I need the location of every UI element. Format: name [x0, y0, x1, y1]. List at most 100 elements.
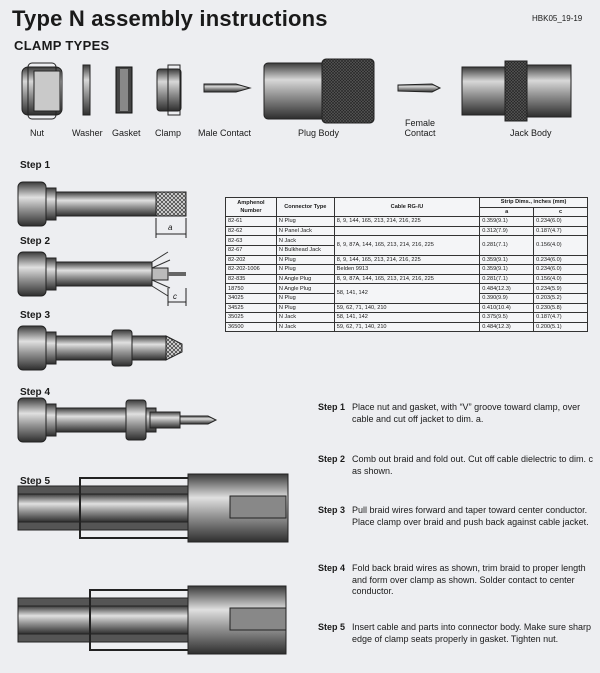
cell-cable — [333, 225, 481, 237]
cell-cable: 8, 9, 87A, 144, 165, 213, 214, 216, 225 — [333, 273, 481, 285]
cell-type: N Plug — [275, 292, 335, 304]
step-1-drawing — [17, 181, 187, 238]
cell-c: 0.234(6.0) — [533, 216, 588, 227]
cell-number: 18750 — [225, 283, 277, 294]
dim-c-label: c — [173, 292, 177, 301]
plug-body-drawing — [263, 58, 375, 124]
cell-type: N Plug — [275, 254, 335, 266]
cell-a: 0.390(9.9) — [479, 292, 535, 304]
step-2-drawing — [17, 251, 187, 306]
cell-a: 0.281(7.1) — [479, 273, 535, 285]
cell-type: N Jack — [275, 321, 335, 333]
cell-cable: 59, 62, 71, 140, 210 — [333, 302, 481, 314]
table-row: 82-202-1006 N Plug Belden 9913 0.359(9.1… — [225, 264, 588, 275]
step-illustrations — [17, 181, 289, 655]
cell-type: N Plug — [275, 216, 335, 227]
cell-cable: 8, 9, 87A, 144, 165, 213, 214, 216, 225 — [333, 235, 481, 256]
part-label-clamp: Clamp — [155, 128, 182, 138]
cell-number: 82-202-1006 — [225, 264, 277, 275]
part-label-plug-body: Plug Body — [298, 128, 340, 138]
part-label-female-contact: Female Contact — [404, 118, 436, 138]
parts-illustration — [21, 58, 572, 124]
step-3-label: Step 3 — [20, 310, 51, 321]
table-row: 82-62 N Panel Jack 0.312(7.9) 0.187(4.7) — [225, 225, 588, 237]
step-1-label: Step 1 — [20, 160, 51, 171]
step-4-drawing — [17, 397, 218, 443]
instruction-step-number: Step 1 — [318, 402, 346, 412]
instruction-text: Fold back braid wires as shown, trim bra… — [352, 563, 586, 596]
cell-number: 34025 — [225, 292, 277, 304]
cell-number: 82-835 — [225, 273, 277, 285]
table-row: 34525 N Plug 59, 62, 71, 140, 210 0.410(… — [225, 302, 588, 314]
nut-drawing — [21, 62, 63, 120]
washer-drawing — [82, 64, 91, 116]
cell-number: 36500 — [225, 321, 277, 333]
instruction-step-number: Step 5 — [318, 622, 346, 632]
part-label-washer: Washer — [72, 128, 103, 138]
jack-body-drawing — [461, 60, 572, 122]
cell-type: N Angle Plug — [275, 283, 335, 294]
instruction-step-number: Step 3 — [318, 505, 346, 515]
table-row: 18750 N Angle Plug 58, 141, 142 0.484(12… — [225, 283, 588, 304]
document-code: HBK05_19-19 — [532, 14, 583, 23]
part-label-gasket: Gasket — [112, 128, 141, 138]
male-contact-drawing — [203, 83, 252, 93]
cell-number: 82-62 — [225, 225, 277, 237]
cell-a: 0.484(12.3) — [479, 283, 535, 294]
female-contact-drawing — [397, 83, 442, 93]
dim-a-label: a — [168, 223, 173, 232]
cell-a: 0.484(12.3) — [479, 321, 535, 333]
cell-c: 0.187(4.7) — [533, 312, 588, 323]
instruction-text: Comb out braid and fold out. Cut off cab… — [352, 454, 593, 476]
header-connector: Connector Type — [275, 196, 335, 218]
step-4-label: Step 4 — [20, 387, 51, 398]
header-amphenol: Amphenol Number — [225, 196, 277, 218]
cell-number: 82-61 — [225, 216, 277, 227]
instruction-step-number: Step 2 — [318, 454, 346, 464]
cell-number: 34525 — [225, 302, 277, 314]
cell-number: 82-202 — [225, 254, 277, 266]
cell-cable: 58, 141, 142 — [333, 312, 481, 323]
header-cable: Cable RG-/U — [333, 196, 481, 218]
step-5-drawing-plug — [17, 473, 289, 543]
table-row: 82-61 N Plug 8, 9, 144, 165, 213, 214, 2… — [225, 216, 588, 227]
instruction-text: Insert cable and parts into connector bo… — [352, 622, 591, 644]
instruction-text: Pull braid wires forward and taper towar… — [352, 505, 589, 527]
strip-dims-table: Amphenol Number Connector Type Cable RG-… — [225, 196, 588, 333]
cell-cable: 59, 62, 71, 140, 210 — [333, 321, 481, 333]
cell-c: 0.203(5.2) — [533, 292, 588, 304]
step-3-drawing — [17, 325, 183, 371]
table-row: 82-835 N Angle Plug 8, 9, 87A, 144, 165,… — [225, 273, 588, 285]
cell-type: N Plug — [275, 264, 335, 275]
page-title: Type N assembly instructions — [12, 6, 328, 31]
cell-a: 0.375(9.5) — [479, 312, 535, 323]
cell-type: N Plug — [275, 302, 335, 314]
cell-type: N Bulkhead Jack — [275, 244, 335, 256]
table-row: 82-202 N Plug 8, 9, 144, 165, 213, 214, … — [225, 254, 588, 266]
cell-cable: Belden 9913 — [333, 264, 481, 275]
cell-c: 0.234(6.0) — [533, 254, 588, 266]
cell-c: 0.156(4.0) — [533, 235, 588, 256]
cell-a: 0.359(9.1) — [479, 216, 535, 227]
cell-c: 0.234(5.9) — [533, 283, 588, 294]
cell-number: 82-67 — [225, 244, 277, 256]
cell-cable: 8, 9, 144, 165, 213, 214, 216, 225 — [333, 216, 481, 227]
cell-c: 0.187(4.7) — [533, 225, 588, 237]
step-5-drawing-jack — [17, 585, 287, 655]
cell-cable: 8, 9, 144, 165, 213, 214, 216, 225 — [333, 254, 481, 266]
cell-c: 0.156(4.0) — [533, 273, 588, 285]
cell-a: 0.359(9.1) — [479, 264, 535, 275]
header-a: a — [479, 206, 535, 218]
cell-cable: 58, 141, 142 — [333, 283, 481, 304]
gasket-drawing — [115, 66, 133, 114]
header-strip: Strip Dims., inches (mm) — [479, 197, 588, 208]
cell-type: N Jack — [275, 312, 335, 323]
cell-type: N Panel Jack — [275, 225, 335, 237]
cell-number: 35025 — [225, 312, 277, 323]
clamp-types-heading: CLAMP TYPES — [14, 38, 110, 53]
cell-type: N Jack — [275, 235, 335, 246]
part-label-male-contact: Male Contact — [198, 128, 252, 138]
cell-a: 0.312(7.9) — [479, 225, 535, 237]
step-5-label: Step 5 — [20, 476, 51, 487]
table-row: 35025 N Jack 58, 141, 142 0.375(9.5) 0.1… — [225, 312, 588, 323]
